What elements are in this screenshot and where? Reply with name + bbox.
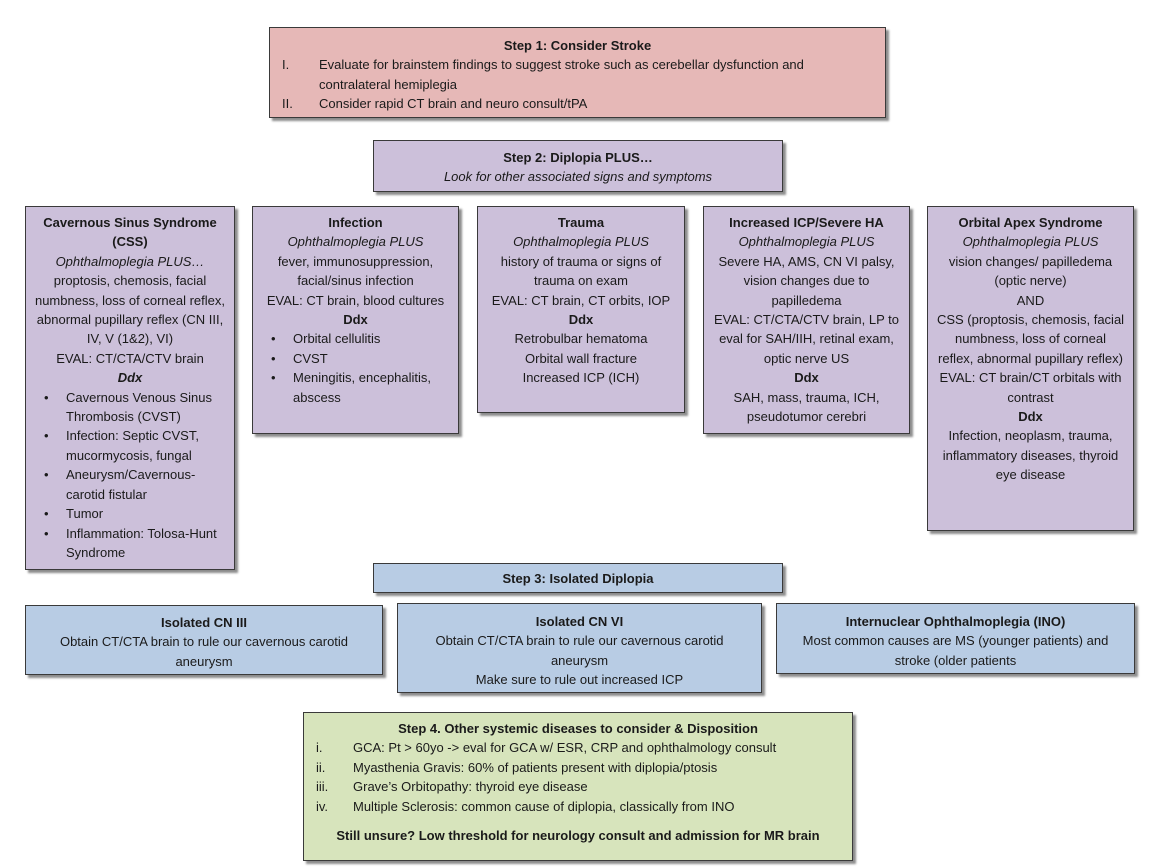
trauma-eval: EVAL: CT brain, CT orbits, IOP (491, 292, 671, 308)
step4-item: i. GCA: Pt > 60yo -> eval for GCA w/ ESR,… (316, 738, 840, 757)
css-body: proptosis, chemosis, facial numbness, lo… (34, 273, 226, 347)
infection-ddx-item: Orbital cellulitis (261, 329, 450, 349)
step4-item-num: iii. (316, 779, 329, 795)
step4-title: Step 4. Other systemic diseases to consi… (398, 721, 758, 736)
infection-eval: EVAL: CT brain, blood cultures (266, 292, 445, 308)
step4-item: iv. Multiple Sclerosis: common cause of d… (316, 797, 840, 816)
css-ddx-item: Infection: Septic CVST, mucormycosis, fu… (34, 426, 226, 465)
icp-body: Severe HA, AMS, CN VI palsy, vision chan… (718, 253, 895, 308)
step1-title: Step 1: Consider Stroke (503, 38, 652, 53)
infection-plus: Ophthalmoplegia PLUS (287, 234, 424, 250)
infection-title: Infection (328, 215, 383, 230)
cn3-body: Obtain CT/CTA brain to rule our cavernou… (59, 634, 349, 669)
cn6-body2: Make sure to rule out increased ICP (475, 672, 684, 688)
apex-body2: CSS (proptosis, chemosis, facial numbnes… (936, 312, 1125, 366)
step3-title: Step 3: Isolated Diplopia (502, 571, 654, 586)
step4-item-num: ii. (316, 759, 326, 775)
step4-box: Step 4. Other systemic diseases to consi… (303, 712, 853, 861)
trauma-body: history of trauma or signs of trauma on … (500, 253, 662, 289)
trauma-plus: Ophthalmoplegia PLUS (513, 234, 649, 250)
icp-plus: Ophthalmoplegia PLUS (738, 234, 875, 250)
icp-eval: EVAL: CT/CTA/CTV brain, LP to eval for S… (714, 312, 899, 366)
cn6-box: Isolated CN VI Obtain CT/CTA brain to ru… (397, 603, 762, 693)
step2-box: Step 2: Diplopia PLUS… Look for other as… (373, 140, 783, 192)
ino-box: Internuclear Ophthalmoplegia (INO) Most … (776, 603, 1135, 674)
step1-item-text: Consider rapid CT brain and neuro consul… (319, 96, 588, 112)
infection-ddx-item: Meningitis, encephalitis, abscess (261, 368, 450, 407)
infection-ddx-list: Orbital cellulitis CVST Meningitis, ence… (261, 329, 450, 407)
infection-box: Infection Ophthalmoplegia PLUS fever, im… (252, 206, 459, 434)
trauma-box: Trauma Ophthalmoplegia PLUS history of t… (477, 206, 685, 413)
trauma-title: Trauma (557, 215, 605, 230)
step4-item: ii. Myasthenia Gravis: 60% of patients pr… (316, 758, 840, 777)
ino-title: Internuclear Ophthalmoplegia (INO) (845, 614, 1066, 629)
step3-box: Step 3: Isolated Diplopia (373, 563, 783, 593)
cn6-title: Isolated CN VI (535, 614, 624, 629)
step4-item-num: iv. (316, 798, 329, 814)
infection-body: fever, immunosuppression, facial/sinus i… (277, 253, 434, 289)
step4-item: iii. Grave’s Orbitopathy: thyroid eye dis… (316, 777, 840, 796)
css-ddx-item: Inflammation: Tolosa-Hunt Syndrome (34, 524, 226, 563)
apex-title: Orbital Apex Syndrome (958, 215, 1103, 230)
css-ddx-item: Aneurysm/Cavernous-carotid fistular (34, 465, 226, 504)
css-ddx-item: Tumor (34, 504, 226, 524)
apex-and: AND (1016, 292, 1045, 308)
step4-item-text: Myasthenia Gravis: 60% of patients prese… (353, 759, 718, 775)
css-title: Cavernous Sinus Syndrome (CSS) (43, 215, 217, 250)
step4-item-text: Grave’s Orbitopathy: thyroid eye disease (353, 779, 588, 795)
css-ddx-list: Cavernous Venous Sinus Thrombosis (CVST)… (34, 388, 226, 563)
cn6-body: Obtain CT/CTA brain to rule our cavernou… (435, 633, 724, 668)
icp-box: Increased ICP/Severe HA Ophthalmoplegia … (703, 206, 910, 434)
infection-ddx-item: CVST (261, 349, 450, 369)
step1-list: I. Evaluate for brainstem findings to sug… (282, 55, 873, 113)
ino-body: Most common causes are MS (younger patie… (802, 633, 1109, 668)
css-eval: EVAL: CT/CTA/CTV brain (56, 350, 204, 366)
step1-item-num: I. (282, 57, 290, 73)
apex-body: vision changes/ papilledema (optic nerve… (948, 253, 1113, 289)
cn3-title: Isolated CN III (161, 615, 247, 630)
step4-list: i. GCA: Pt > 60yo -> eval for GCA w/ ESR,… (316, 738, 840, 816)
step4-item-text: Multiple Sclerosis: common cause of dipl… (353, 798, 735, 814)
css-ddx-heading: Ddx (117, 370, 143, 386)
apex-plus: Ophthalmoplegia PLUS (962, 234, 1099, 250)
css-plus: Ophthalmoplegia PLUS… (55, 253, 205, 269)
icp-title: Increased ICP/Severe HA (729, 215, 884, 230)
infection-ddx-heading: Ddx (343, 312, 368, 328)
step4-item-num: i. (316, 740, 323, 756)
step1-item: II. Consider rapid CT brain and neuro con… (282, 94, 873, 113)
step1-box: Step 1: Consider Stroke I. Evaluate for b… (269, 27, 886, 118)
step2-title: Step 2: Diplopia PLUS… (503, 150, 653, 165)
step4-item-text: GCA: Pt > 60yo -> eval for GCA w/ ESR, C… (353, 740, 777, 756)
step1-item-text: Evaluate for brainstem findings to sugge… (319, 57, 804, 92)
apex-ddx-heading: Ddx (1018, 409, 1043, 425)
icp-ddx-heading: Ddx (794, 370, 819, 386)
step1-item-num: II. (282, 96, 293, 112)
step4-footer: Still unsure? Low threshold for neurolog… (336, 828, 820, 844)
trauma-ddx-text: Retrobulbar hematoma Orbital wall fractu… (514, 331, 648, 386)
step1-item: I. Evaluate for brainstem findings to sug… (282, 55, 873, 94)
icp-ddx-text: SAH, mass, trauma, ICH, pseudotumor cere… (733, 389, 880, 425)
css-ddx-item: Cavernous Venous Sinus Thrombosis (CVST) (34, 388, 226, 427)
cn3-box: Isolated CN III Obtain CT/CTA brain to r… (25, 605, 383, 675)
apex-ddx-text: Infection, neoplasm, trauma, inflammator… (942, 428, 1119, 483)
trauma-ddx-heading: Ddx (568, 312, 594, 328)
apex-eval: EVAL: CT brain/CT orbitals with contrast (939, 370, 1122, 405)
css-box: Cavernous Sinus Syndrome (CSS) Ophthalmo… (25, 206, 235, 570)
apex-box: Orbital Apex Syndrome Ophthalmoplegia PL… (927, 206, 1134, 531)
step2-subtitle: Look for other associated signs and symp… (443, 169, 713, 185)
